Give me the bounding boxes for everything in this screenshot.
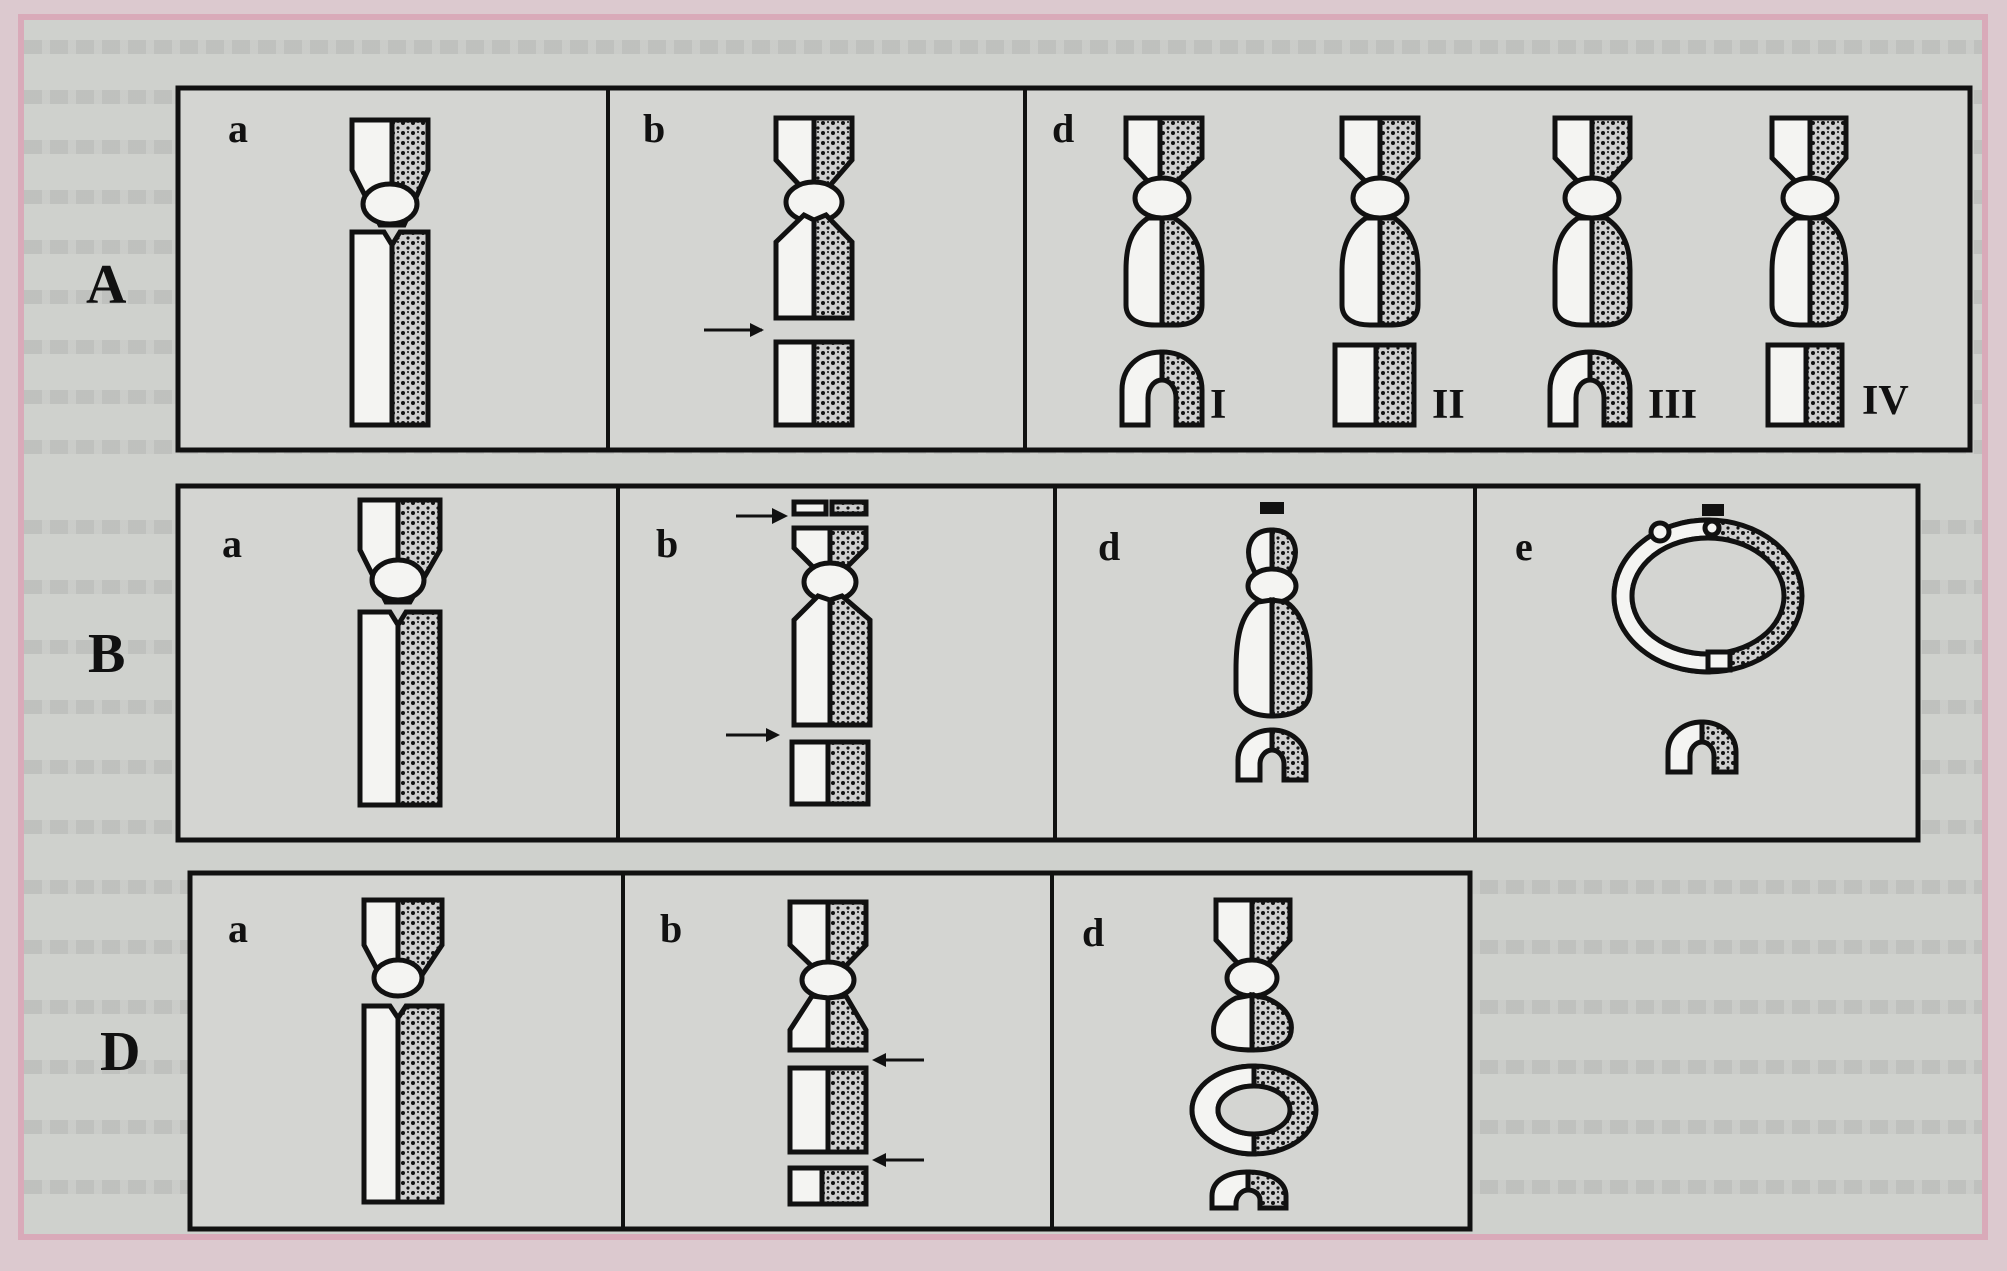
panel-D-b-label: b <box>660 906 682 951</box>
broken-chromosome <box>776 118 852 425</box>
row-B: B a b <box>88 486 1918 840</box>
row-A: A a b <box>86 88 1970 450</box>
row-A-label: A <box>86 254 127 316</box>
panel-A-b-label: b <box>643 106 665 151</box>
row-B-label: B <box>88 623 125 685</box>
normal-chromosome <box>352 120 428 425</box>
panel-A-d-label: d <box>1052 106 1074 151</box>
panel-B-a-label: a <box>222 521 242 566</box>
doubly-broken-chromosome <box>792 502 870 804</box>
acentric-fragment <box>776 342 814 425</box>
panel-B-b-label: b <box>656 521 678 566</box>
acentric-ring <box>1192 1066 1316 1154</box>
panel-B-d-label: d <box>1098 524 1120 569</box>
variant-II-label: II <box>1432 382 1465 428</box>
row-D-label: D <box>100 1021 140 1083</box>
panel-D-d-label: d <box>1082 910 1104 955</box>
row-D: D a b <box>100 873 1470 1229</box>
variant-IV-label: IV <box>1862 378 1909 424</box>
variant-I-label: I <box>1210 382 1226 428</box>
variant-III-label: III <box>1648 382 1697 428</box>
panel-A-a-label: a <box>228 106 248 151</box>
normal-chromosome <box>364 900 442 1202</box>
panel-D-a-label: a <box>228 906 248 951</box>
normal-chromosome <box>360 500 440 805</box>
panel-B-e-label: e <box>1515 524 1533 569</box>
